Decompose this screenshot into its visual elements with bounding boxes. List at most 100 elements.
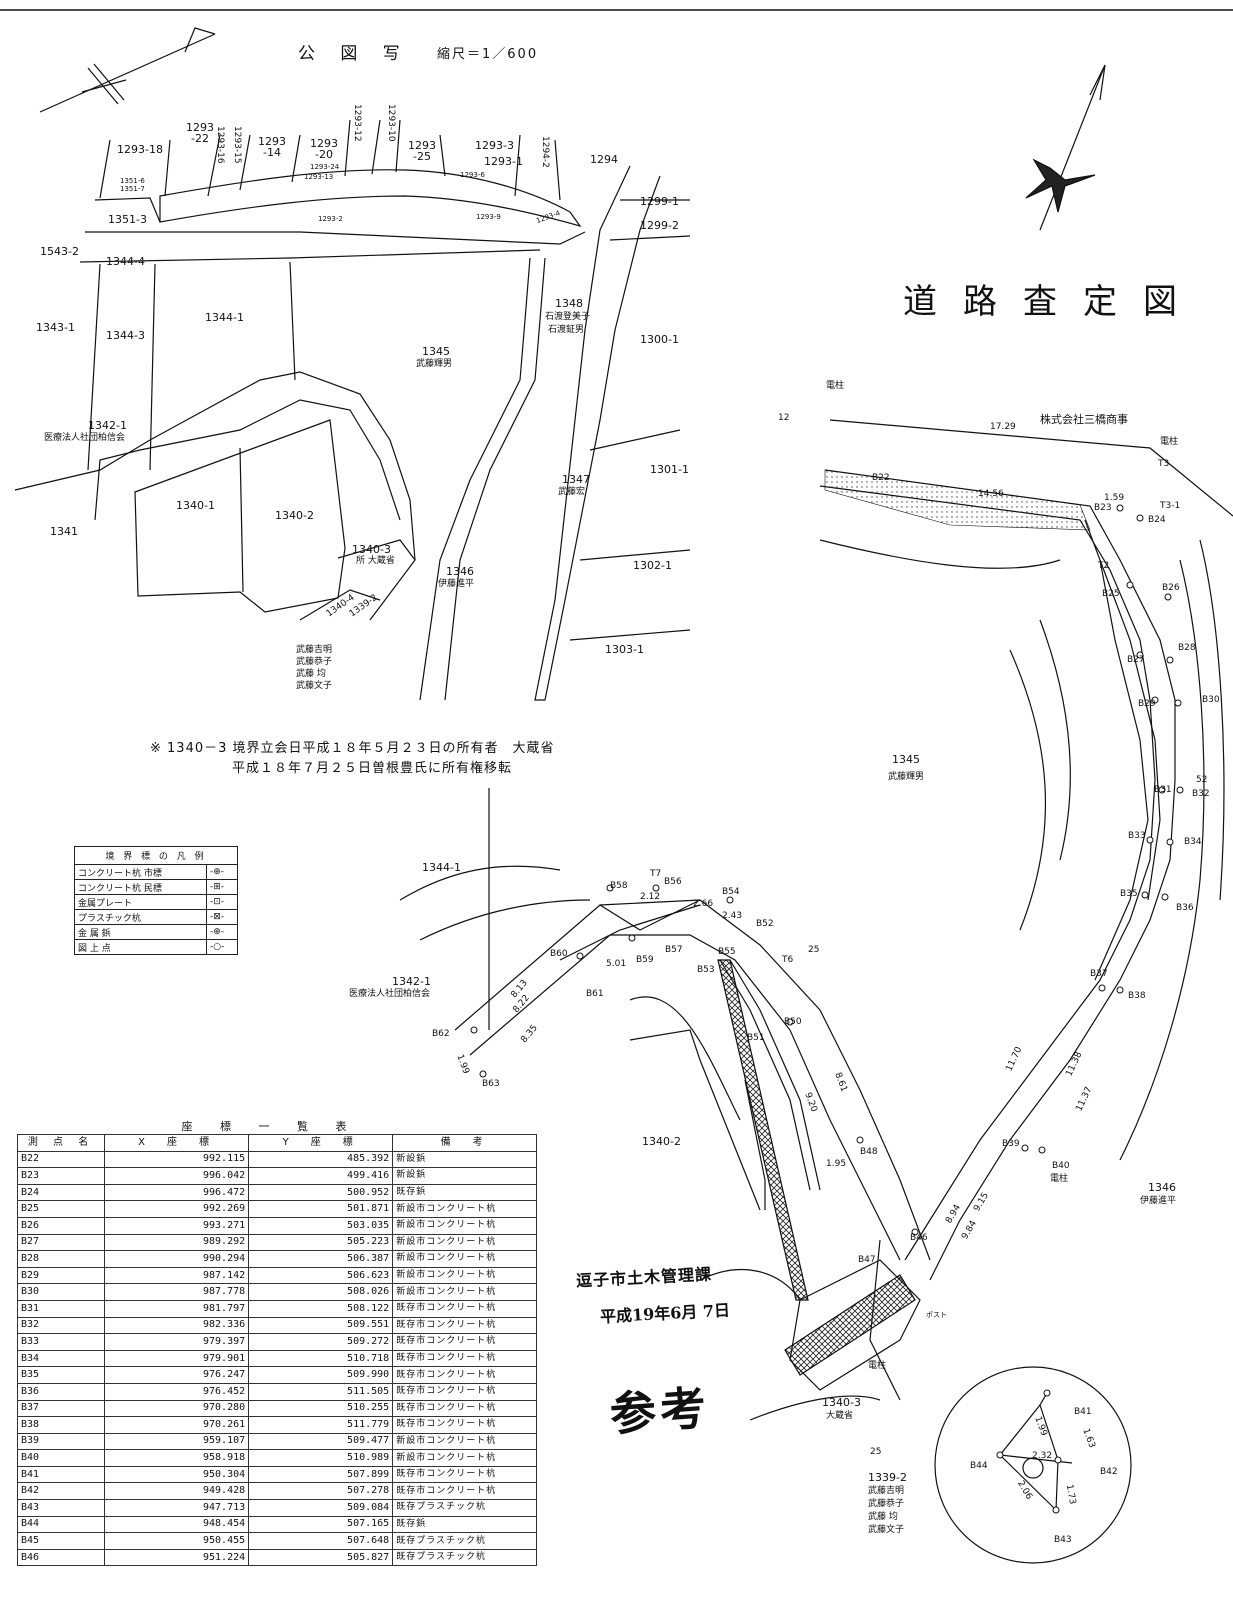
parcel-label: 1293-12 — [352, 104, 362, 142]
point-label: B28 — [1178, 643, 1196, 653]
parcel-label: 1293-18 — [117, 143, 163, 156]
owner-label: 武藤吉明 — [296, 645, 333, 655]
owner-label: 武藤 均 — [868, 1512, 898, 1522]
reference-stamp: 参考 — [608, 1380, 712, 1442]
column-header: 測 点 名 — [16, 1134, 106, 1152]
remark-cell: 新設鋲 — [392, 1167, 537, 1185]
point-label: B22 — [872, 473, 890, 483]
column-header: 備 考 — [392, 1134, 537, 1152]
y-coord-cell: 507.278 — [248, 1482, 394, 1501]
x-coord-cell: 976.452 — [104, 1382, 250, 1401]
point-label: B62 — [432, 1029, 450, 1039]
y-coord-cell: 507.899 — [248, 1465, 394, 1484]
point-name-cell: B25 — [16, 1200, 106, 1218]
point-label: B31 — [1154, 785, 1172, 795]
y-coord-cell: 507.165 — [248, 1515, 394, 1534]
remark-cell: 既存市コンクリート杭 — [392, 1299, 537, 1318]
parcel-label: 1340-3 — [352, 543, 391, 556]
parcel-label: 1344-1 — [422, 861, 461, 874]
x-coord-cell: 948.454 — [104, 1515, 250, 1534]
point-name-cell: B26 — [16, 1216, 106, 1235]
y-coord-cell: 503.035 — [248, 1216, 394, 1235]
x-coord-cell: 970.261 — [104, 1416, 250, 1434]
point-name-cell: B41 — [16, 1465, 106, 1484]
point-label: B57 — [665, 945, 683, 955]
owner-label: 武藤文子 — [296, 681, 333, 691]
parcel-label: 1351-3 — [108, 213, 147, 226]
parcel-label: 1293 -20 — [310, 137, 338, 161]
y-coord-cell: 510.989 — [248, 1449, 394, 1467]
parcel-label: 1347 — [562, 473, 590, 486]
owner-label: 大蔵省 — [826, 1411, 854, 1421]
y-coord-cell: 505.827 — [248, 1548, 394, 1567]
point-label: B35 — [1120, 889, 1138, 899]
point-name-cell: B38 — [16, 1416, 106, 1434]
owner-label: 医療法人社団柏信会 — [44, 433, 126, 443]
remark-cell: 新設市コンクリート杭 — [392, 1250, 537, 1268]
point-name-cell: B36 — [16, 1382, 106, 1401]
x-coord-cell: 958.918 — [104, 1449, 250, 1467]
parcel-label: 1341 — [50, 525, 78, 538]
point-label: B51 — [747, 1033, 765, 1043]
column-header: X 座 標 — [104, 1134, 250, 1152]
boundary-marker-legend: 境 界 標 の 凡 例 コンクリート杭 市標-⊕- コンクリート杭 民標-⊞- … — [74, 846, 239, 955]
x-coord-cell: 979.901 — [104, 1349, 250, 1368]
parcel-label: 1351-7 — [120, 185, 145, 193]
y-coord-cell: 501.871 — [248, 1200, 394, 1218]
point-label: T2 — [1098, 561, 1110, 571]
distance-label: 2.12 — [640, 892, 661, 902]
x-coord-cell: 970.280 — [104, 1399, 250, 1418]
point-label: B29 — [1138, 699, 1156, 709]
owner-label: 武藤吉明 — [868, 1486, 905, 1496]
distance-label: 5.01 — [606, 959, 627, 969]
point-label: T3 — [1158, 459, 1170, 469]
owner-label: 武藤恭子 — [868, 1499, 905, 1509]
remark-cell: 既存鋲 — [392, 1515, 537, 1534]
remark-cell: 新設市コンクリート杭 — [392, 1233, 537, 1252]
pole-label: 電柱 — [1160, 437, 1179, 447]
distance-label: 1.59 — [1104, 493, 1125, 503]
x-coord-cell: 950.304 — [104, 1465, 250, 1484]
point-label: B38 — [1128, 991, 1146, 1001]
x-coord-cell: 996.472 — [104, 1183, 250, 1202]
parcel-label: 1344-3 — [106, 329, 145, 342]
parcel-label: 1293-9 — [476, 213, 501, 221]
x-coord-cell: 996.042 — [104, 1167, 250, 1185]
parcel-label: 1294-2 — [540, 136, 550, 168]
parcel-label: 1293 -22 — [186, 121, 214, 145]
x-coord-cell: 987.778 — [104, 1283, 250, 1301]
parcel-label: 1293-16 — [215, 126, 225, 164]
owner-label: 武藤輝男 — [888, 772, 925, 782]
y-coord-cell: 510.718 — [248, 1349, 394, 1368]
x-coord-cell: 982.336 — [104, 1316, 250, 1335]
x-coord-cell: 989.292 — [104, 1233, 250, 1252]
owner-label: 武藤文子 — [868, 1525, 905, 1535]
point-name-cell: B43 — [16, 1499, 106, 1517]
point-label: B30 — [1202, 695, 1220, 705]
point-name-cell: B24 — [16, 1183, 106, 1202]
x-coord-cell: 947.713 — [104, 1499, 250, 1517]
point-label: B60 — [550, 949, 568, 959]
parcel-label: 1293-15 — [232, 126, 242, 164]
remark-cell: 既存プラスチック杭 — [392, 1548, 537, 1567]
parcel-label: 1293-13 — [304, 173, 334, 181]
y-coord-cell: 510.255 — [248, 1399, 394, 1418]
point-name-cell: B28 — [16, 1250, 106, 1268]
point-name-cell: B27 — [16, 1233, 106, 1252]
legend-label: コンクリート杭 民標 — [74, 879, 207, 895]
point-label: B36 — [1176, 903, 1194, 913]
y-coord-cell: 506.623 — [248, 1266, 394, 1285]
point-label: B61 — [586, 989, 604, 999]
